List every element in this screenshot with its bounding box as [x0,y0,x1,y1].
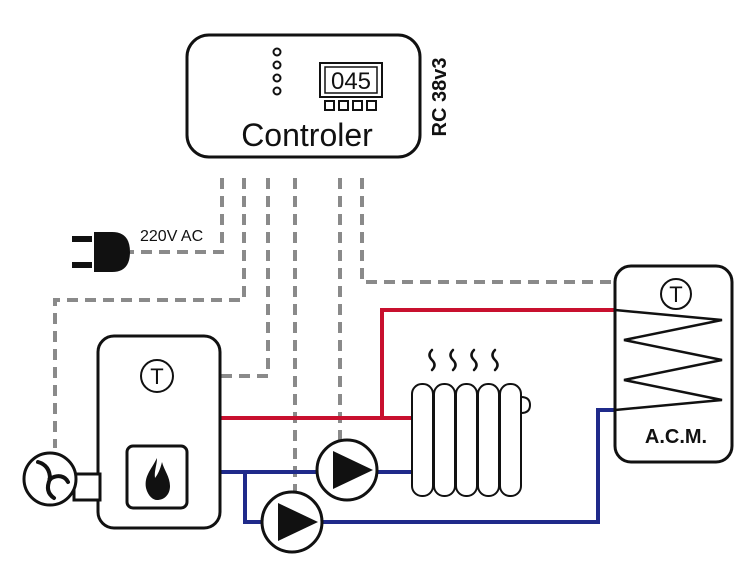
controller-unit: 045 Controler RC 38v3 [185,33,451,159]
hot-water-tank: T A.C.M. [613,264,734,464]
pump-arrow-icon [333,451,373,489]
power-wire [130,178,224,254]
hot-tank-pipe [380,308,615,418]
pump-radiator [315,438,379,502]
controller-label: Controler [241,117,373,153]
heat-exchanger-coil [614,308,723,412]
display-screen [319,62,383,98]
fan-duct [72,472,102,502]
power-plug-icon [72,232,130,272]
boiler-unit: T [96,334,222,530]
pump-tank [260,490,324,554]
status-leds [272,47,282,96]
tank-label: A.C.M. [645,426,707,448]
hot-piping [220,308,615,420]
fan-icon [36,460,70,500]
controller-button[interactable] [352,100,363,111]
tank-sensor-wire [360,178,660,284]
controller-button[interactable] [338,100,349,111]
tank-housing [613,264,734,464]
radiator-fin [433,383,456,497]
display-value: 045 [331,68,371,95]
fan-wire [53,178,246,448]
power-label: 220V AC [140,228,203,245]
display-inner-frame [324,66,378,94]
led-indicator [272,60,282,70]
boiler-sensor-label: T [150,364,163,389]
radiator-fin [455,383,478,497]
radiator-fin [499,383,522,497]
led-indicator [272,86,282,96]
radiator [411,348,532,497]
radiator-fin [477,383,500,497]
fan-unit [22,451,102,507]
led-indicator [272,47,282,57]
controller-button[interactable] [324,100,335,111]
controller-button[interactable] [366,100,377,111]
pump-arrow-icon [278,503,318,541]
controller-model: RC 38v3 [429,58,451,137]
flame-icon [145,458,170,500]
cold-tank-pipe [243,408,615,524]
heat-waves-icon [428,348,499,372]
tank-temp-sensor-icon [660,278,692,310]
boiler-temp-sensor-icon [140,359,174,393]
radiator-fin [411,383,434,497]
radiator-valve [520,396,532,414]
led-indicator [272,73,282,83]
controller-buttons [324,100,377,111]
tank-sensor-label: T [669,282,682,307]
